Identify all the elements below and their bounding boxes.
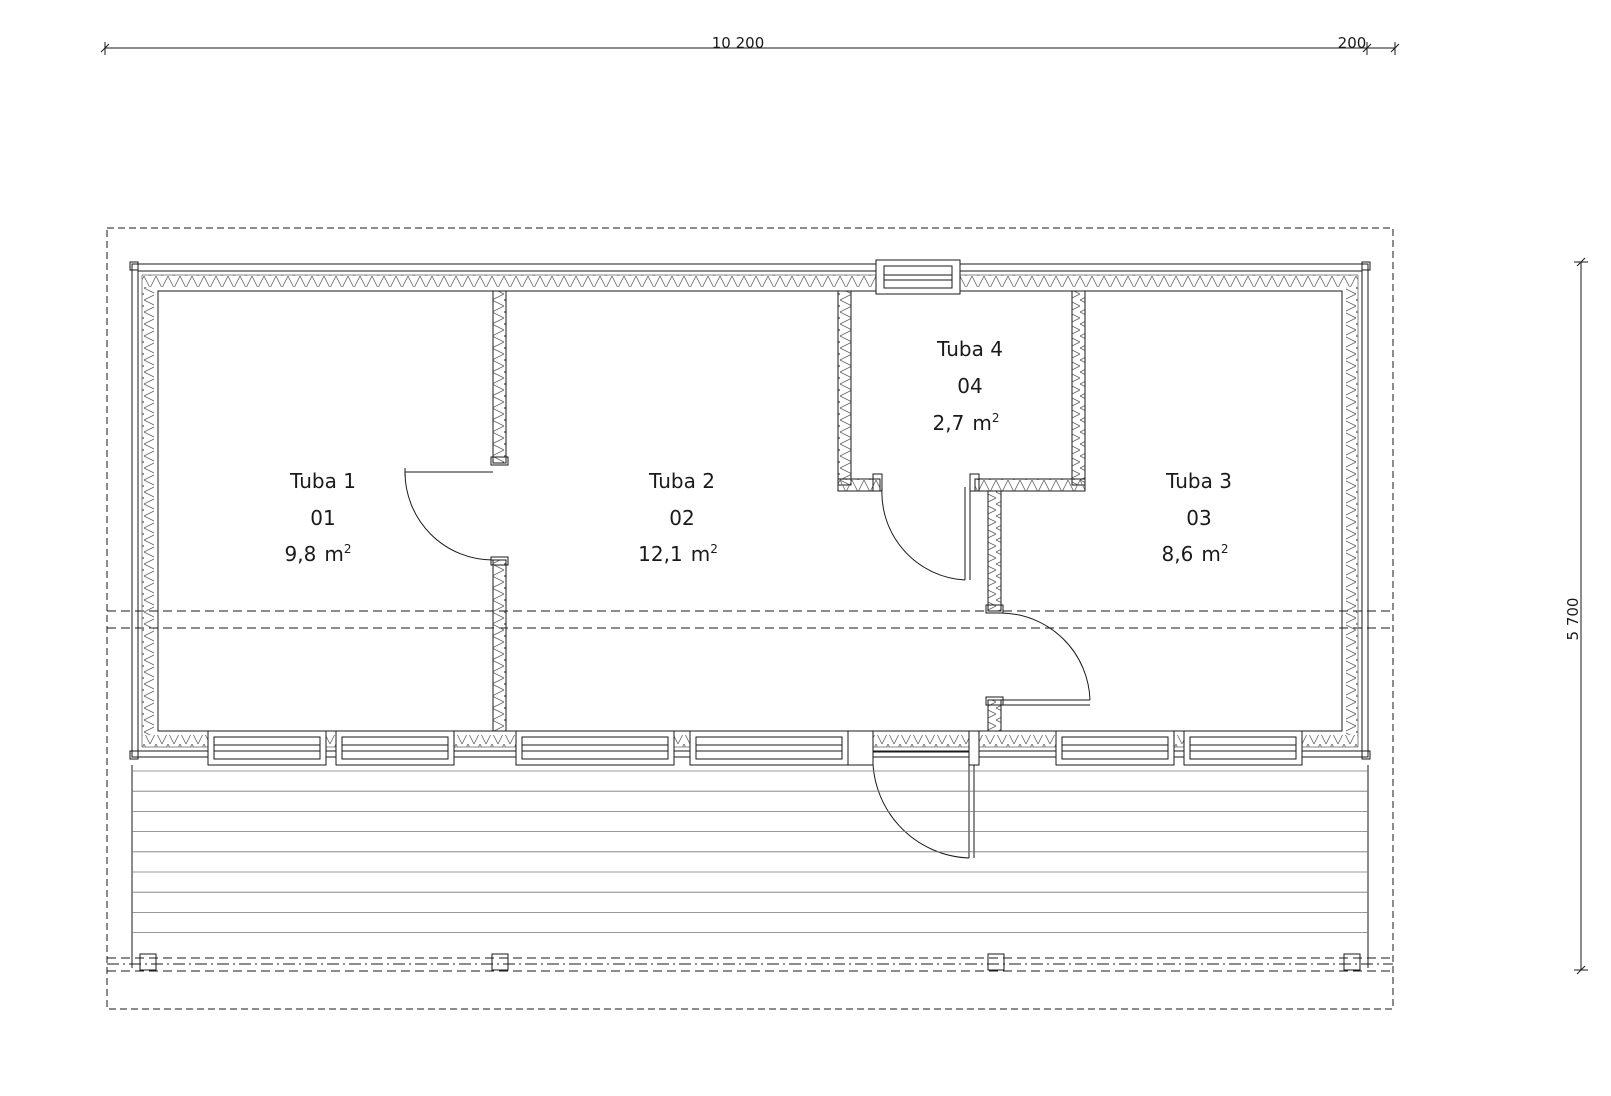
window-top xyxy=(875,259,961,295)
dimension-top-offset: 200 xyxy=(1338,34,1367,52)
room-number: 02 xyxy=(669,506,694,530)
room-number: 03 xyxy=(1186,506,1211,530)
terrace-posts xyxy=(139,953,1361,971)
room-name: Tuba 2 xyxy=(648,469,715,493)
room-number: 01 xyxy=(310,506,335,530)
axis-lines xyxy=(107,610,1393,972)
room-name: Tuba 3 xyxy=(1165,469,1232,493)
right-dimension-line xyxy=(1574,257,1588,975)
doors xyxy=(404,468,1091,859)
dimension-right-height: 5 700 xyxy=(1564,598,1582,641)
interior-walls xyxy=(490,290,1086,732)
top-dimension-line xyxy=(100,42,1400,55)
terrace-deck xyxy=(131,765,1369,968)
windows-bottom xyxy=(207,730,1303,766)
room-name: Tuba 1 xyxy=(289,469,356,493)
room-name: Tuba 4 xyxy=(936,337,1003,361)
dimension-top-main: 10 200 xyxy=(712,34,765,52)
outer-dashed-outline xyxy=(106,227,1394,1010)
room-number: 04 xyxy=(957,374,982,398)
